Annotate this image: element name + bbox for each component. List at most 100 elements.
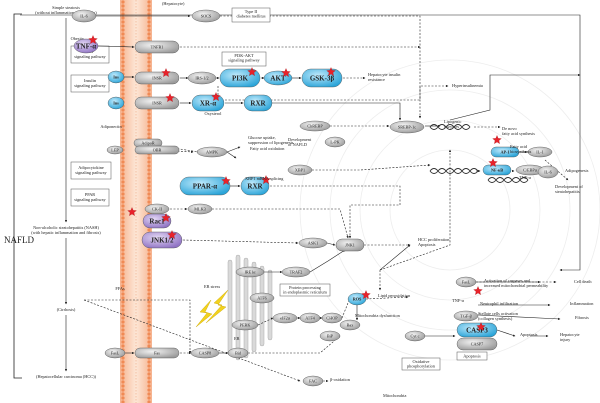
- node-cyc[interactable]: Cyt c: [404, 330, 426, 342]
- node-ap1-label: AP-1: [500, 150, 509, 155]
- node-ire1[interactable]: IRE1α: [235, 266, 265, 278]
- node-socs[interactable]: SOCS: [191, 9, 221, 23]
- node-casp7[interactable]: CASP7: [456, 337, 498, 351]
- node-ampk[interactable]: AMPK: [196, 146, 228, 158]
- node-fas-label: FasL: [111, 351, 120, 356]
- svg-text:Apoptosis: Apoptosis: [463, 354, 481, 359]
- stage-steatosis: Simple steatosis(without inflammation an…: [35, 5, 97, 15]
- node-mlk3[interactable]: MLK3: [187, 203, 213, 215]
- node-obr[interactable]: OBR: [134, 145, 180, 155]
- nafld-label: NAFLD: [4, 235, 35, 245]
- node-ampk-label: AMPK: [206, 150, 218, 155]
- stage-nash: Non-alcoholic steatohepatitis (NASH)(wit…: [31, 225, 101, 235]
- node-ins[interactable]: Ins: [107, 96, 125, 110]
- node-rxr2-label: RXR: [247, 183, 263, 191]
- pathway-edge: [83, 299, 301, 382]
- node-il6[interactable]: IL-6: [71, 9, 97, 23]
- node-cebpa-label: C/EBPα: [523, 168, 538, 173]
- node-atf4[interactable]: ATF4: [299, 312, 321, 324]
- outcome-er-stress: ER stress: [204, 284, 220, 289]
- node-jnk1[interactable]: JNK1: [335, 238, 365, 252]
- node-pparab[interactable]: PPAR-α: [179, 176, 231, 196]
- pathway-edge: [496, 329, 516, 337]
- node-fasl2[interactable]: FasL: [455, 276, 477, 288]
- node-tnfr1-label: TNFR1: [151, 45, 164, 50]
- node-il6b[interactable]: IL-6: [537, 165, 559, 179]
- node-chrebp[interactable]: ChREBP: [299, 120, 331, 132]
- target-star-icon: [281, 68, 291, 77]
- node-ins-label: Ins: [113, 101, 119, 106]
- node-fac[interactable]: FAC: [302, 375, 324, 387]
- node-pparab-label: PPAR-α: [193, 183, 217, 191]
- target-star-icon: [161, 68, 171, 77]
- pathway-edge: [20, 14, 581, 272]
- node-insr[interactable]: INSR: [134, 96, 180, 110]
- node-jnk-label: JNK1/2: [151, 237, 174, 245]
- node-eif2a[interactable]: eIF2α: [272, 312, 298, 324]
- node-chop[interactable]: CHOP: [321, 312, 343, 324]
- node-rxr[interactable]: RXR: [243, 94, 273, 112]
- target-star-icon: [361, 290, 371, 299]
- node-jnk1-label: JNK1: [345, 243, 355, 248]
- node-bip[interactable]: BiP: [319, 330, 341, 342]
- pathway-box-apop[interactable]: Apoptosis: [456, 351, 488, 361]
- node-lpk-label: L-PK: [330, 140, 339, 145]
- node-rxr2[interactable]: RXR: [240, 176, 270, 196]
- target-star-icon: [492, 135, 502, 144]
- outcome-beta-ox: β-oxidation: [330, 377, 351, 382]
- pathway-edge: [379, 244, 411, 271]
- node-srebp[interactable]: SREBP-1c: [389, 120, 425, 134]
- node-nfkb[interactable]: NF-κB: [482, 164, 512, 176]
- outcome-lipid-perox: Lipid peroxidation: [378, 293, 411, 298]
- node-bax[interactable]: Bax: [339, 319, 361, 331]
- node-lpk[interactable]: L-PK: [324, 136, 346, 148]
- node-bid-label: Bid: [235, 351, 242, 356]
- node-ros[interactable]: ROS: [347, 292, 367, 306]
- node-irs[interactable]: IRS-1/2: [187, 71, 217, 85]
- label-oxysterol: Oxysterol: [205, 111, 223, 116]
- node-fasr-label: Fas: [154, 351, 160, 356]
- node-jnk[interactable]: JNK1/2: [141, 231, 183, 249]
- node-fas[interactable]: FasL: [104, 347, 126, 359]
- node-ap1[interactable]: AP-1: [490, 146, 520, 158]
- target-star-icon: [221, 176, 231, 185]
- node-tgfb-label: TGF-β: [460, 314, 471, 319]
- node-lep[interactable]: LEP: [106, 145, 124, 155]
- node-perk[interactable]: PERK: [231, 319, 259, 331]
- node-il1[interactable]: IL-1: [527, 146, 553, 158]
- node-fasr[interactable]: Fas: [134, 347, 180, 359]
- node-traf2-label: TRAF2: [290, 270, 303, 275]
- node-xbp1[interactable]: XBP1: [287, 164, 313, 176]
- node-traf2[interactable]: TRAF2: [281, 266, 311, 278]
- node-bax-label: Bax: [347, 323, 355, 328]
- node-cyc-label: Cyt c: [411, 334, 420, 339]
- target-star-icon: [476, 322, 486, 331]
- node-tnfr1[interactable]: TNFR1: [134, 40, 180, 54]
- node-gsk3[interactable]: GSK-3β: [301, 68, 343, 88]
- node-atf6[interactable]: ATF6: [249, 292, 275, 304]
- node-obr-label: OBR: [153, 148, 162, 153]
- node-casp8[interactable]: CASP8: [190, 347, 220, 359]
- node-ins[interactable]: Ins: [107, 70, 125, 84]
- node-insr[interactable]: INSR: [134, 71, 180, 85]
- node-casp3[interactable]: CASP3: [456, 322, 498, 338]
- node-ask1[interactable]: ASK1: [298, 237, 328, 249]
- target-star-icon: [247, 67, 257, 76]
- pathway-edge: [182, 239, 299, 245]
- node-xra[interactable]: XR-α: [191, 94, 225, 112]
- outcome-apoptosis-out: Apoptosis: [520, 332, 538, 337]
- node-tgfb[interactable]: TGF-β: [453, 310, 479, 322]
- node-ck2[interactable]: CK-II: [144, 203, 170, 215]
- node-bid[interactable]: Bid: [227, 347, 249, 359]
